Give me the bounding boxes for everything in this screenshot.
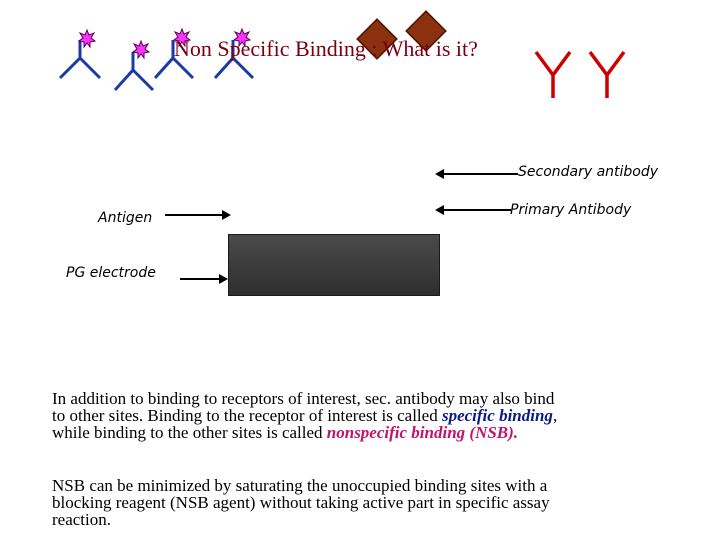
label-star-icon (232, 27, 252, 48)
antigen-arrow (165, 210, 231, 220)
label-star-icon (172, 27, 192, 48)
antigen-label: Antigen (98, 210, 153, 226)
labeled-antibody-icon (113, 52, 155, 92)
primary-antibody-arrow (435, 205, 511, 215)
labeled-antibody-icon (213, 40, 255, 80)
primary-antibody-label: Primary Antibody (510, 202, 632, 218)
text-run: , (552, 406, 558, 425)
paragraph-line: reaction. (52, 510, 111, 529)
paragraph-line: blocking reagent (NSB agent) without tak… (52, 493, 550, 512)
electrode-label: PG electrode (66, 265, 156, 281)
nsb-minimization-paragraph: NSB can be minimized by saturating the u… (52, 477, 550, 528)
explanation-paragraph: In addition to binding to receptors of i… (52, 390, 557, 441)
paragraph-line: In addition to binding to receptors of i… (52, 389, 555, 408)
text-run: while binding to the other sites is call… (52, 423, 327, 442)
nonspecific-binding-term: nonspecific binding (NSB). (326, 423, 519, 442)
label-star-icon (131, 39, 151, 60)
pg-electrode-block (228, 234, 440, 296)
labeled-antibody-icon (58, 40, 102, 80)
primary-antibody-icon (588, 50, 626, 98)
electrode-arrow (180, 274, 228, 284)
paragraph-line: NSB can be minimized by saturating the u… (52, 476, 548, 495)
labeled-antibody-icon (153, 40, 195, 80)
antigen-diamond-icon (356, 18, 398, 60)
secondary-antibody-label: Secondary antibody (518, 164, 659, 180)
primary-antibody-icon (534, 50, 572, 98)
antigen-diamond-icon (405, 10, 447, 52)
label-star-icon (77, 28, 97, 49)
secondary-antibody-arrow (435, 169, 518, 179)
paragraph-line: while binding to the other sites is call… (52, 424, 557, 441)
page-title: Non Specific Binding : What is it? (174, 36, 478, 61)
specific-binding-term: specific binding (441, 406, 553, 425)
paragraph-line: to other sites. Binding to the receptor … (52, 407, 557, 424)
text-run: to other sites. Binding to the receptor … (52, 406, 442, 425)
